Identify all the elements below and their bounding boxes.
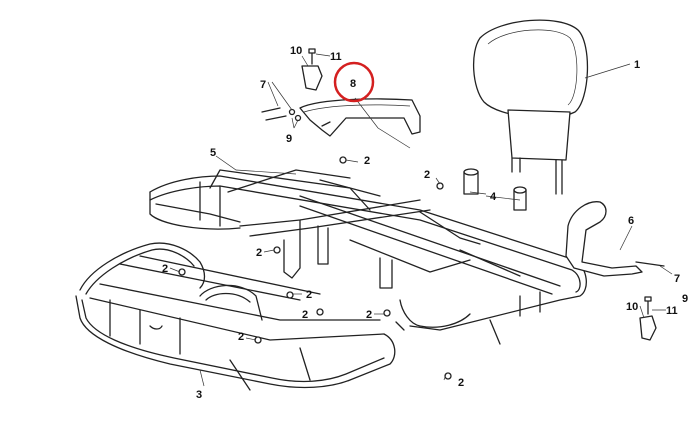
seat-bushings	[463, 168, 527, 211]
callout-label: 2	[458, 377, 464, 389]
callout-label: 8	[350, 78, 356, 90]
callout-label: 2	[366, 309, 372, 321]
callout-label: 7	[674, 273, 680, 285]
callout-label: 2	[364, 155, 370, 167]
callout-label: 6	[628, 215, 634, 227]
callout-label: 11	[330, 51, 342, 63]
backrest-cushion	[472, 19, 589, 195]
upper-mounting-bracket	[301, 48, 323, 91]
fasteners-2	[178, 156, 452, 380]
callout-label: 10	[626, 301, 638, 313]
callout-label: 2	[306, 289, 312, 301]
highlight-ring	[333, 61, 375, 103]
callout-label: 2	[238, 331, 244, 343]
callout-label: 9	[682, 293, 688, 305]
leader-lines	[169, 53, 673, 387]
side-grab-handle	[565, 201, 665, 277]
callout-label: 7	[260, 79, 266, 91]
callout-label: 10	[290, 45, 302, 57]
callout-label: 5	[210, 147, 216, 159]
callout-label: 2	[302, 309, 308, 321]
callout-label: 2	[424, 169, 430, 181]
callout-label: 11	[666, 305, 678, 317]
grab-handle-bracket	[299, 98, 421, 137]
front-rack	[75, 242, 396, 391]
callout-label: 9	[286, 133, 292, 145]
callout-label: 4	[490, 191, 497, 203]
lower-mounting-bracket	[639, 296, 657, 341]
callout-label: 3	[196, 389, 202, 401]
callout-label: 1	[634, 59, 640, 71]
callout-label: 2	[162, 263, 168, 275]
callout-label: 2	[256, 247, 262, 259]
